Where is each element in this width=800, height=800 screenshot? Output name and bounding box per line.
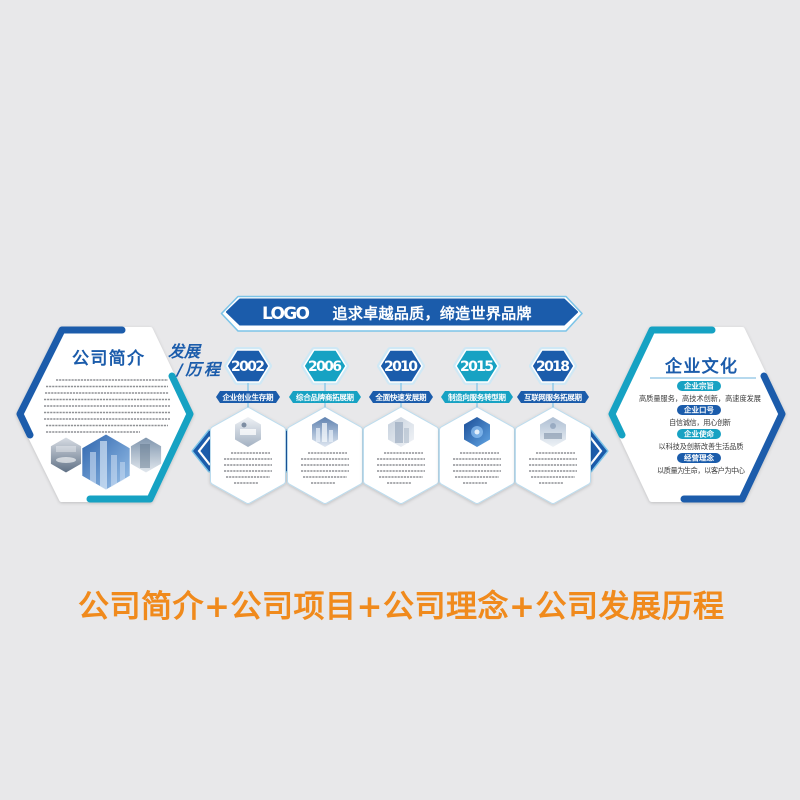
banner-fill: [226, 298, 578, 326]
culture-item-1: 企业宗旨 高质量服务，高技术创新，高速度发展: [639, 381, 761, 403]
culture-text: 以科技及创新改善生活品质: [659, 442, 744, 451]
culture-item-2: 企业口号 自信诚信，用心创新: [669, 405, 731, 427]
stage-label-banner: [216, 391, 280, 403]
card-description: [453, 452, 501, 484]
stage-label: 制造向服务转型期: [448, 392, 507, 402]
company-intro-panel: 公司简介: [16, 326, 194, 503]
office-building-photo: [129, 436, 163, 474]
culture-badge-bg: [677, 405, 721, 415]
culture-badge: 经营理念: [684, 453, 715, 463]
city-skyline-photo: [81, 433, 131, 491]
year-text: 2018: [536, 359, 570, 375]
culture-badge-bg: [677, 429, 721, 439]
year-badge: [379, 349, 423, 383]
banner-slogan: 追求卓越品质，缔造世界品牌: [333, 305, 532, 323]
card-description: [301, 452, 349, 484]
year-text: 2002: [231, 359, 265, 375]
stage-label-banner: [517, 391, 589, 403]
meeting-room-photo: [49, 436, 83, 474]
year-badge: [226, 349, 270, 383]
right-chevron: [589, 436, 603, 466]
stage-label-banner: [289, 391, 361, 403]
milestone-4: 2015 制造向服务转型期: [439, 347, 515, 504]
year-badge: [303, 349, 347, 383]
banner-logo: LOGO: [262, 304, 310, 324]
milestone-5: 2018 互联网服务拓展期: [515, 347, 591, 504]
stage-label-banner: [441, 391, 513, 403]
intro-panel-teal-border: [86, 372, 194, 503]
history-title-bottom: /历程: [175, 360, 223, 379]
intro-panel-blue-border: [16, 326, 126, 439]
stage-label: 全面快速发展期: [375, 392, 428, 402]
tower-photo: [388, 417, 414, 447]
culture-item-3: 企业使命 以科技及创新改善生活品质: [659, 429, 744, 451]
culture-badge-bg: [677, 381, 721, 391]
stage-label: 综合品牌商拓展期: [296, 392, 355, 402]
stage-label: 企业创业生存期: [222, 392, 275, 402]
intro-title: 公司简介: [72, 348, 145, 369]
milestone-3: 2010 全面快速发展期: [363, 347, 439, 504]
history-title-top: 发展: [168, 342, 202, 361]
bottom-caption: 公司简介+公司项目+公司理念+公司发展历程: [78, 589, 724, 625]
culture-text: 自信诚信，用心创新: [669, 418, 731, 427]
culture-badge-bg: [677, 453, 721, 463]
stage-label: 互联网服务拓展期: [524, 392, 583, 402]
culture-badge: 企业宗旨: [683, 381, 714, 391]
intro-paragraph: [44, 379, 170, 433]
desk-photo: [235, 417, 261, 447]
milestone-1: 2002 企业创业生存期: [210, 347, 286, 504]
technology-photo: [464, 417, 490, 447]
corporate-culture-panel: 企业文化 企业宗旨 高质量服务，高技术创新，高速度发展 企业口号 自信诚信，用心…: [608, 326, 786, 503]
keyboard-photo: [540, 417, 566, 447]
card-description: [377, 452, 425, 484]
milestone-2: 2006 综合品牌商拓展期: [287, 347, 363, 504]
year-text: 2010: [384, 359, 418, 375]
card-description: [529, 452, 577, 484]
year-text: 2006: [308, 359, 342, 375]
left-chevron: [197, 436, 211, 466]
culture-badge: 企业使命: [683, 429, 715, 439]
culture-text: 以质量为生命，以客户为中心: [657, 466, 745, 475]
year-badge: [455, 349, 499, 383]
culture-text: 高质量服务，高技术创新，高速度发展: [639, 394, 761, 403]
culture-item-4: 经营理念 以质量为生命，以客户为中心: [657, 453, 745, 475]
culture-badge: 企业口号: [683, 405, 715, 415]
year-text: 2015: [460, 359, 494, 375]
culture-panel-teal-border: [608, 326, 716, 439]
card-description: [224, 452, 272, 484]
culture-panel-blue-border: [680, 372, 786, 503]
slogan-banner: LOGO 追求卓越品质，缔造世界品牌: [220, 295, 583, 332]
city-photo: [312, 417, 338, 447]
year-badge: [531, 349, 575, 383]
stage-label-banner: [369, 391, 433, 403]
